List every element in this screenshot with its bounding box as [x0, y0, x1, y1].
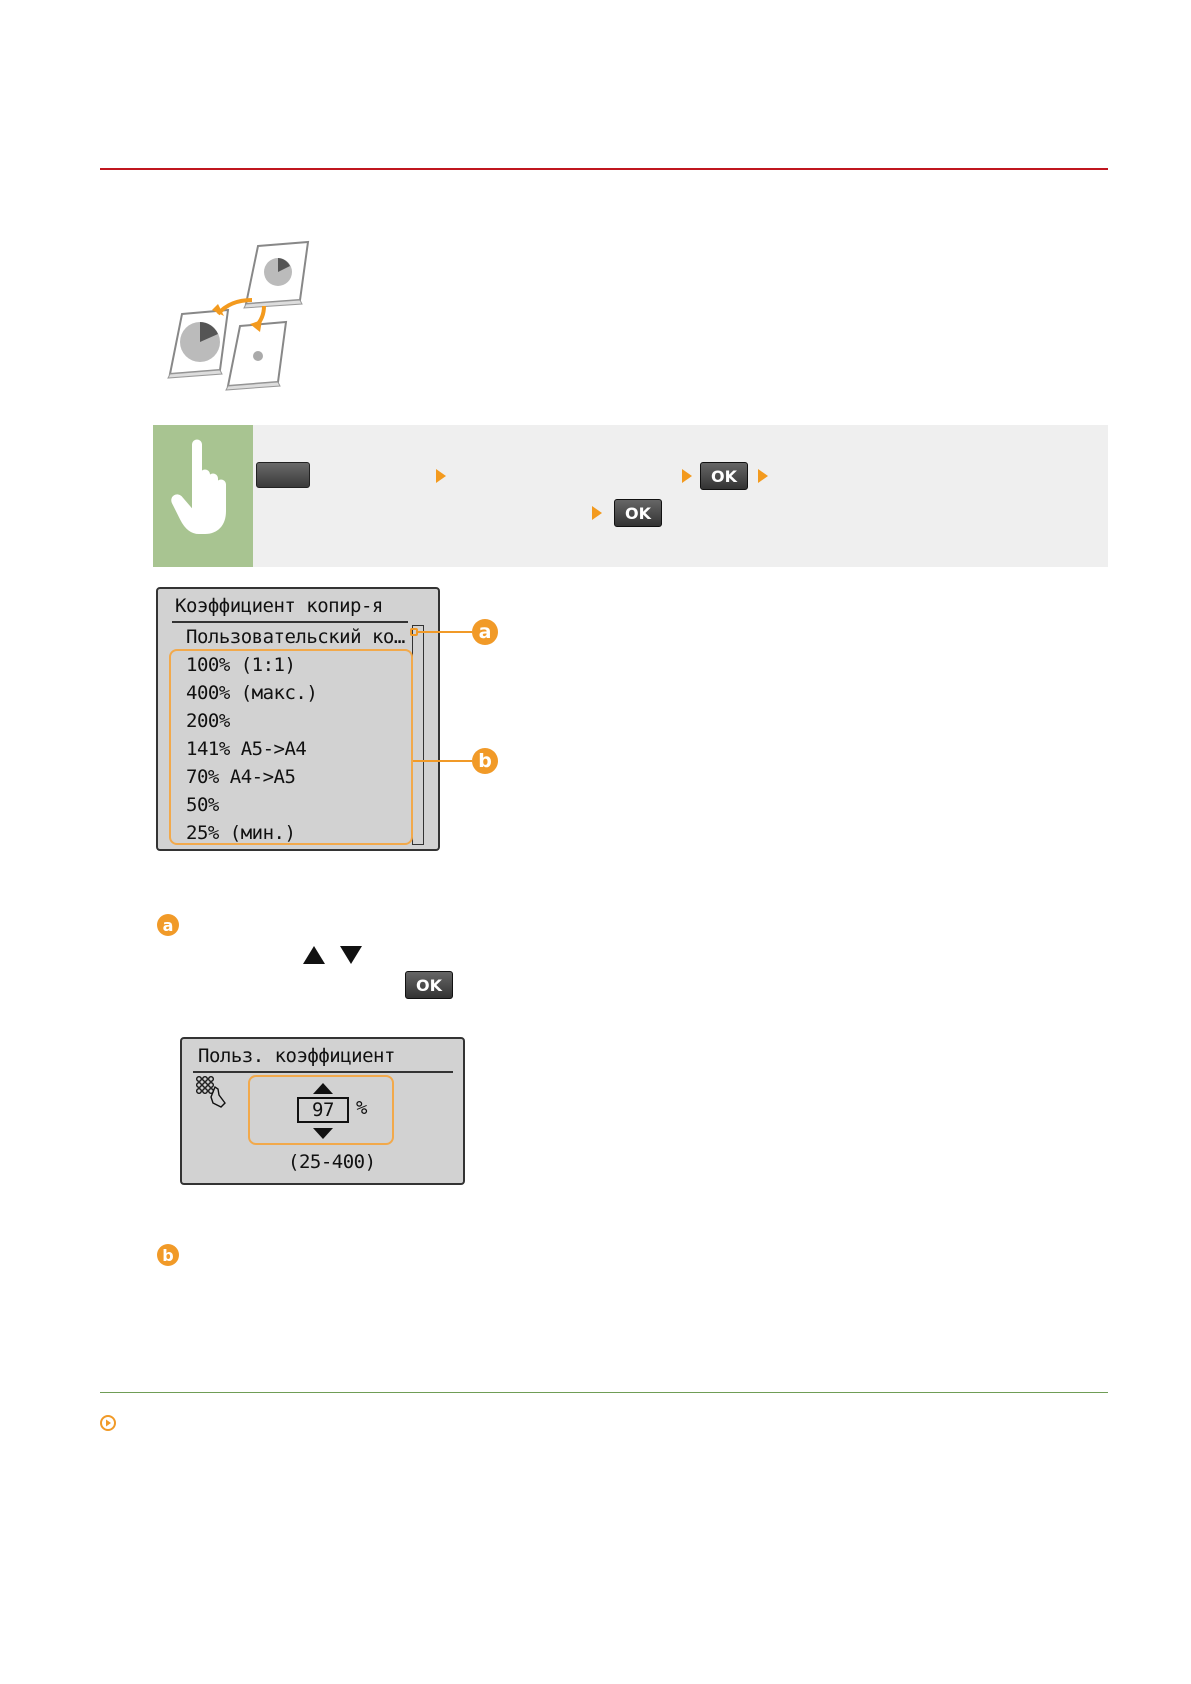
section-b-marker: b: [157, 1244, 179, 1266]
copy-ratio-illustration: [167, 240, 310, 391]
hand-pointer-icon: [171, 439, 226, 534]
callout-a-line: [418, 631, 472, 633]
heading-rule: [100, 168, 1108, 170]
list-item[interactable]: 141% A5->A4: [186, 738, 307, 760]
increase-arrow-icon[interactable]: [313, 1083, 333, 1094]
nav-arrow-icon: [758, 469, 768, 483]
list-item[interactable]: 200%: [186, 710, 230, 732]
list-item[interactable]: 50%: [186, 794, 219, 816]
list-item[interactable]: 400% (макс.): [186, 682, 318, 704]
callout-b-line: [413, 760, 472, 762]
callout-b-marker: b: [472, 748, 498, 774]
enlarged-page-icon: [167, 308, 230, 379]
callout-a-marker: a: [472, 619, 498, 645]
section-a-marker: a: [157, 914, 179, 936]
decrease-arrow-icon[interactable]: [313, 1128, 333, 1139]
copy-ratio-screen: Коэффициент копир-я Пользовательский ко……: [156, 587, 440, 851]
operation-steps-bar: [153, 425, 1108, 567]
ok-button[interactable]: OK: [700, 462, 748, 490]
copy-menu-key[interactable]: [256, 462, 310, 488]
footer-rule: [100, 1392, 1108, 1393]
numeric-keypad-hand-icon: [196, 1076, 226, 1108]
callout-a-anchor: [410, 628, 418, 636]
nav-arrow-icon: [436, 469, 446, 483]
scrollbar[interactable]: [412, 625, 424, 845]
original-page-icon: [243, 240, 310, 309]
ok-button[interactable]: OK: [614, 499, 662, 527]
ratio-range: (25-400): [288, 1151, 376, 1173]
hand-panel: [153, 425, 253, 567]
ok-button[interactable]: OK: [405, 971, 453, 999]
nav-arrow-icon: [592, 506, 602, 520]
reduced-page-icon: [225, 320, 288, 391]
screen-title: Коэффициент копир-я: [175, 595, 383, 617]
list-item[interactable]: 25% (мин.): [186, 822, 296, 844]
list-item[interactable]: 70% A4->A5: [186, 766, 296, 788]
preset-ratios-highlight: [169, 649, 413, 845]
ratio-unit: %: [356, 1097, 367, 1119]
title-divider: [193, 1071, 453, 1073]
ratio-value-field[interactable]: 97: [297, 1097, 349, 1123]
list-item-custom[interactable]: Пользовательский ко…: [186, 626, 405, 648]
nav-arrow-icon: [682, 469, 692, 483]
up-arrow-key-icon: [303, 946, 325, 964]
down-arrow-key-icon: [340, 946, 362, 964]
title-divider: [172, 621, 408, 623]
list-item[interactable]: 100% (1:1): [186, 654, 296, 676]
value-editor-highlight: [248, 1075, 394, 1145]
custom-ratio-screen: Польз. коэффициент 97 % (25-400): [180, 1037, 465, 1185]
orange-circle-arrow-icon[interactable]: [99, 1414, 117, 1432]
screen-title: Польз. коэффициент: [198, 1045, 395, 1067]
